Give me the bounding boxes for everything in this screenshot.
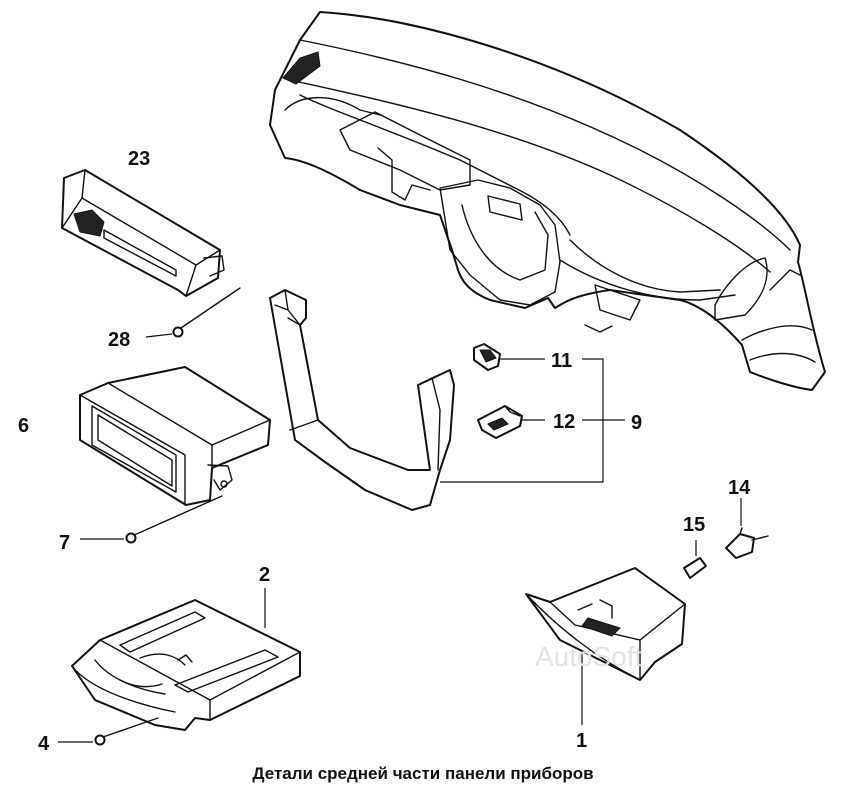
callout-4: 4 bbox=[38, 733, 50, 755]
instrument-panel bbox=[269, 11, 826, 391]
part-7-screw bbox=[80, 495, 223, 544]
part-1-glove-box bbox=[525, 567, 686, 725]
part-28-screw bbox=[145, 287, 241, 338]
callout-28: 28 bbox=[108, 329, 130, 351]
callout-9: 9 bbox=[631, 412, 642, 434]
part-12-switch bbox=[477, 405, 545, 439]
part-14-lamp-socket bbox=[725, 498, 769, 559]
callout-1: 1 bbox=[576, 730, 587, 752]
part-6-pocket-housing bbox=[79, 366, 271, 506]
part-23-trim-panel bbox=[61, 169, 225, 297]
callout-11: 11 bbox=[551, 350, 572, 372]
callout-15: 15 bbox=[683, 514, 705, 536]
part-15-bulb bbox=[683, 540, 707, 579]
part-9-center-bezel bbox=[269, 289, 455, 511]
watermark: AutoSoft bbox=[535, 641, 643, 672]
callout-7: 7 bbox=[59, 532, 70, 554]
callout-14: 14 bbox=[728, 477, 751, 499]
callout-23: 23 bbox=[128, 148, 150, 170]
part-9-leader-bracket bbox=[440, 358, 625, 483]
callout-6: 6 bbox=[18, 415, 29, 437]
diagram-caption: Детали средней части панели приборов bbox=[252, 764, 594, 783]
part-4-screw bbox=[58, 717, 159, 746]
part-11-switch bbox=[473, 343, 545, 371]
callout-12: 12 bbox=[553, 411, 575, 433]
part-2-cup-holder bbox=[71, 588, 301, 731]
callout-2: 2 bbox=[259, 564, 270, 586]
